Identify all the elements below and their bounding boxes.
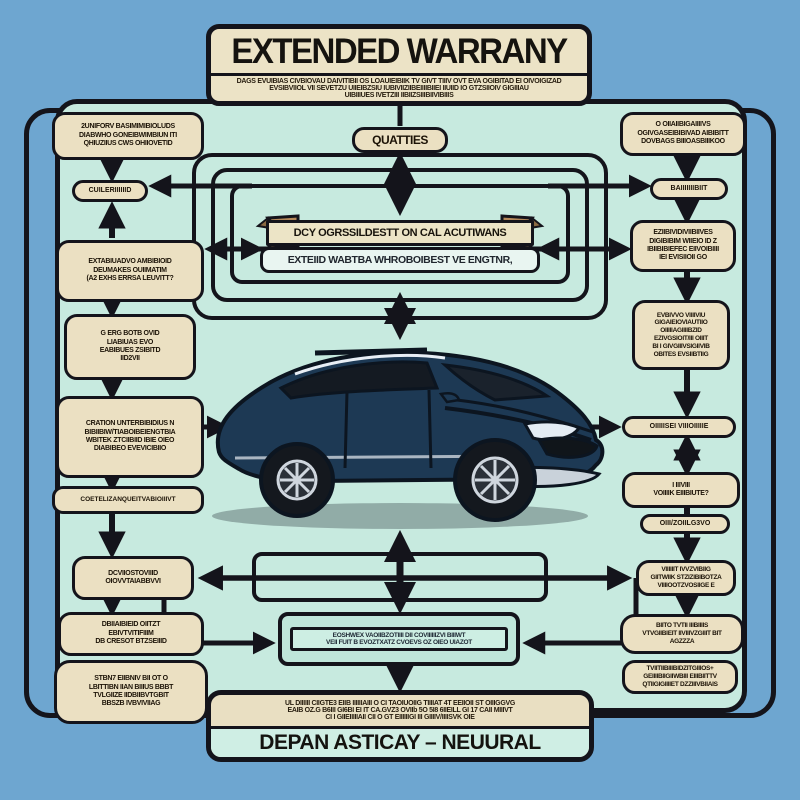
right-box-9: BIITO TVTII IIIBIIIIS VTVGIIBIEIT IIVIII… [620,614,744,654]
right-box-5: OIIIIISEI VIIIOIIIIIE [622,416,736,438]
bottom-banner: UL DIIIIII CIIGTE3 EIIB IIIIIIAIII O CI … [206,690,594,762]
left-box-4-label: G ERG BOTB OVID LIABIUAS EVO EABIBUES ZS… [99,330,161,363]
right-box-4: EVBIVVO VIIIIVIU GIGAIEIOVIAUTIIO OIIIII… [632,300,730,370]
left-box-2-label: CUILERIIIIIID [88,186,132,194]
title-subtitle: DAGS EVUIBIAS CIVBIOVAU DAIVITIBII OS LO… [211,73,587,101]
car-shadow [212,503,588,529]
banner-heading: DCY OGRSSILDESTT ON CAL ACUTIWANS [266,220,534,246]
right-box-2-label: BAIIIIIIIBIIT [670,184,708,192]
page-title: EXTENDED WARRANY [231,30,568,71]
left-box-5-label: CRATION UNTERBIBIDIUS N BIBIIBIW/TIABOIB… [84,420,176,453]
left-box-2: CUILERIIIIIID [72,180,148,202]
left-box-4: G ERG BOTB OVID LIABIUAS EVO EABIBUES ZS… [64,314,196,380]
car-side-windows [278,360,440,400]
right-box-2: BAIIIIIIIBIIT [650,178,728,200]
right-box-8-label: VIIIIIIT IVVZVIBIIG GIITWIIK STZIZIBIBOT… [650,566,722,589]
title-box: EXTENDED WARRANY DAGS EVUIBIAS CIVBIOVAU… [206,24,592,106]
left-box-8-label: DBIIAIBIEID OIITZT EBIVTVITIFIIIM DB CRE… [95,621,167,646]
right-box-10: TVIITIIBIIIBIDZITGIIIOS+ GEIIIIBIIGIIWBI… [622,660,738,694]
left-box-9-label: STBN7 EIIBNIV BII OT O LBITTIBN IIAN BII… [88,675,174,708]
bottom-summary-box: EOSHWEX VAOIIBZOTIIII DII COVIIIIIIZVI B… [278,612,520,666]
right-box-7-label: OIII/ZOIILG3VO [659,519,711,527]
car-roof-rack [314,347,428,356]
left-box-3-label: EXTABIUADVO AMBIBIOID DEUMAKES OUIIMATIM… [86,258,174,283]
right-box-1-label: O OIIAIIBIGAIIIIVS OGIVGASEIBIBIVAD AIBI… [637,121,729,146]
left-box-3: EXTABIUADVO AMBIBIOID DEUMAKES OUIIMATIM… [56,240,204,302]
bottom-banner-paragraph: UL DIIIIII CIIGTE3 EIIB IIIIIIAIII O CI … [285,700,515,721]
minivan-illustration [212,347,605,529]
right-box-3: EZIIBIVIDIVIIBIIVES DIGIBIBIM WIIEIO ID … [630,220,736,272]
right-box-1: O OIIAIIBIGAIIIIVS OGIVGASEIBIBIVAD AIBI… [620,112,746,156]
bottom-banner-caption: DEPAN ASTICAY – NEUURAL [211,726,589,757]
right-box-3-label: EZIIBIVIDIVIIBIIVES DIGIBIBIM WIIEIO ID … [647,229,719,262]
banner-subheading: EXTEIID WABTBA WHROBOIBEST VE ENGTNR, [260,247,540,273]
car-windshield [440,363,552,402]
left-box-1: 2UNIFORV BASIMIMIBIOLUDS DIABWHO GONEIBW… [52,112,204,160]
left-box-1-label: 2UNIFORV BASIMIMIBIOLUDS DIABWHO GONEIBW… [79,123,177,148]
right-box-7: OIII/ZOIILG3VO [640,514,730,534]
left-box-7-label: DCVIIOSTOVIIID OIOVVTAIABBVVI [105,569,161,585]
car-door-lines [343,389,433,469]
car-front-spokes [475,460,515,500]
right-box-4-label: EVBIVVO VIIIIVIU GIGAIEIOVIAUTIIO OIIIII… [652,311,710,358]
left-box-5: CRATION UNTERBIBIDIUS N BIBIIBIW/TIABOIB… [56,396,204,478]
right-box-9-label: BIITO TVTII IIIBIIIIS VTVGIIBIEIT IIVIII… [642,622,722,645]
car-roof-highlight [294,353,446,376]
left-box-8: DBIIAIBIEID OIITZT EBIVTVITIFIIIM DB CRE… [58,612,204,656]
car-hood-stripe-1 [444,406,592,442]
car-mirror [438,392,461,404]
left-box-9: STBN7 EIIBNIV BII OT O LBITTIBN IIAN BII… [54,660,208,724]
right-box-10-label: TVIITIIBIIIBIDZITGIIIOS+ GEIIIIBIIGIIWBI… [642,665,718,688]
right-box-8: VIIIIIIT IVVZVIBIIG GIITWIIK STZIZIBIBOT… [636,560,736,596]
right-box-6-label: I IIIVIII VOIIIIK EIIIBIUTE? [653,481,709,497]
right-box-5-label: OIIIIISEI VIIIOIIIIIE [649,422,709,430]
left-box-6: COETELIZANQUEITVABIOIIIVT [52,486,204,514]
left-box-6-label: COETELIZANQUEITVABIOIIIVT [80,496,176,504]
car-rear-spokes [280,463,314,497]
right-box-6: I IIIVIII VOIIIIK EIIIBIUTE? [622,472,740,508]
bottom-summary-text: EOSHWEX VAOIIBZOTIIII DII COVIIIIIIZVI B… [290,627,508,651]
qualities-node: QUATTIES [352,127,448,153]
car-grille [536,436,599,459]
left-box-7: DCVIIOSTOVIIID OIOVVTAIABBVVI [72,556,194,600]
